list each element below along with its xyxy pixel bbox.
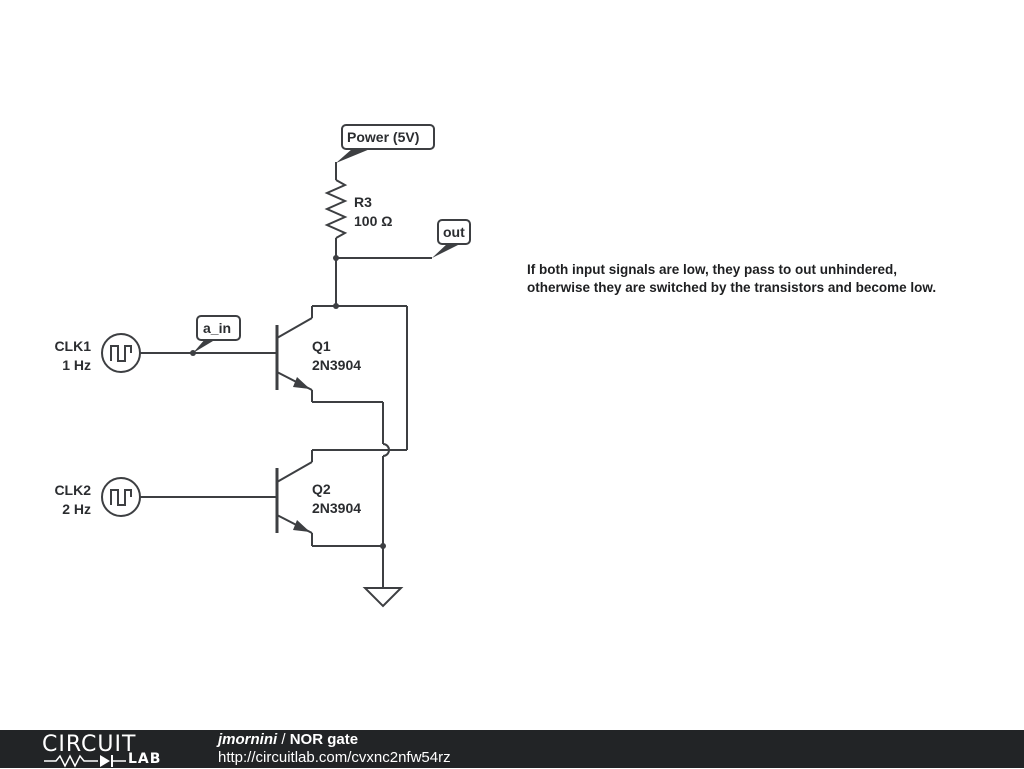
circuitlab-logo[interactable]: CIRCUIT LAB (42, 732, 182, 768)
transistor-q1 (275, 306, 313, 402)
r3-value: 100 Ω (354, 213, 392, 229)
logo-wordmark-top: CIRCUIT (42, 732, 137, 757)
q2-name: Q2 (312, 481, 331, 497)
circuit-url-link[interactable]: http://circuitlab.com/cvxnc2nfw54rz (218, 749, 451, 766)
out-tag: out (437, 219, 471, 245)
footer-bar: CIRCUIT LAB jmornini / NOR gate http://c… (0, 730, 1024, 768)
resistor-r3 (324, 179, 348, 239)
clk1-freq: 1 Hz (62, 357, 91, 373)
note-line-2: otherwise they are switched by the trans… (527, 280, 936, 295)
r3-name: R3 (354, 194, 372, 210)
a-in-tag-label: a_in (203, 320, 231, 336)
clock-source-clk2 (101, 477, 141, 517)
power-tag: Power (5V) (336, 124, 435, 163)
note-line-1: If both input signals are low, they pass… (527, 262, 897, 277)
clk1-name: CLK1 (54, 338, 91, 354)
author-link[interactable]: jmornini (218, 731, 278, 748)
a-in-tag: a_in (196, 315, 241, 341)
ground-symbol (362, 587, 404, 608)
clock-source-clk1 (101, 333, 141, 373)
logo-squiggle-icon (44, 754, 126, 768)
circuit-credit: jmornini / NOR gate (218, 731, 358, 748)
out-tag-label: out (443, 224, 465, 240)
clk2-freq: 2 Hz (62, 501, 91, 517)
circuit-title: NOR gate (289, 731, 359, 748)
transistor-q2 (275, 450, 313, 546)
q1-name: Q1 (312, 338, 331, 354)
credit-separator: / (277, 731, 290, 748)
logo-wordmark-bottom: LAB (128, 751, 162, 767)
clk2-name: CLK2 (54, 482, 91, 498)
circuit-schematic: Power (5V) R3 100 Ω out Q1 2N3904 (54, 124, 936, 608)
q1-part: 2N3904 (312, 357, 361, 373)
q2-part: 2N3904 (312, 500, 361, 516)
power-tag-label: Power (5V) (347, 129, 419, 145)
